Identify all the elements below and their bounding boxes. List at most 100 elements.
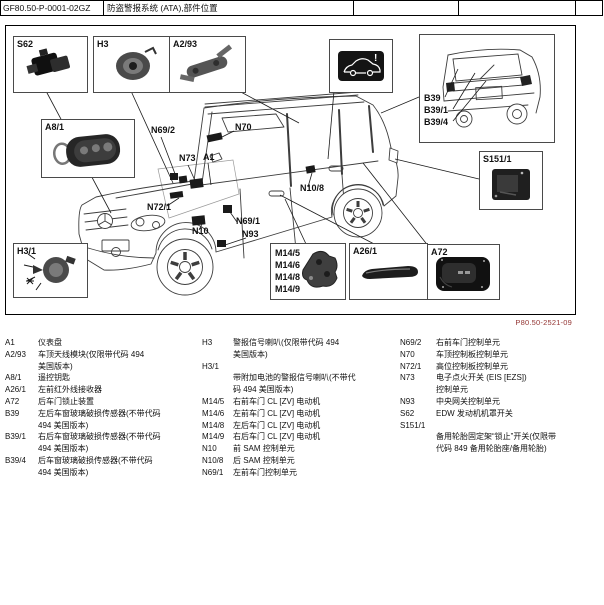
callout-box-a8-1: A8/1 [41, 119, 135, 178]
legend-line: 左前车门 CL [ZV] 电动机 [233, 408, 321, 418]
callout-box-a26-1: A26/1 [349, 243, 428, 300]
callout-code: A72 [431, 247, 448, 257]
legend-code: A8/1 [5, 373, 22, 383]
door-handle-icon [362, 266, 418, 279]
legend-code: H3 [202, 338, 213, 347]
legend-line: 美国版本) [233, 349, 268, 359]
car-label-n10: N10 [192, 226, 209, 236]
car-label-n93: N93 [242, 229, 259, 239]
alarm-warning-icon: ! [338, 51, 384, 81]
car-label-n72-1: N72/1 [147, 202, 172, 212]
legend-line: 后车门锁止装置 [38, 397, 94, 406]
car-label-n69-1: N69/1 [236, 216, 261, 226]
car-drawing [78, 91, 399, 271]
car-label-a1: A1 [203, 152, 215, 162]
callout-box-h3-1: H3/1 [13, 243, 88, 298]
legend-code: A26/1 [5, 385, 26, 395]
legend-code: H3/1 [202, 361, 219, 371]
legend-line: 码 494 美国版本) [233, 385, 294, 395]
callout-box-s151-1: S151/1 [479, 151, 543, 210]
legend-code: N10/8 [202, 456, 224, 465]
antenna-module-icon [179, 44, 233, 82]
legend-line: 后 SAM 控制单元 [233, 456, 295, 465]
hood-switch-icon [26, 48, 70, 76]
legend-code: N72/1 [400, 361, 422, 371]
legend-code: S151/1 [400, 420, 426, 430]
legend-line: 右后车门 CL [ZV] 电动机 [233, 432, 321, 442]
remote-key-icon [52, 134, 121, 167]
legend-code: N70 [400, 349, 415, 359]
legend-line: 右后车窗玻璃破损传感器(不带代码 [38, 432, 161, 442]
doc-title: 防盗警报系统 (ATA),部件位置 [107, 3, 218, 13]
callout-box-h3: H3 [93, 36, 173, 93]
legend-line: 右前车门控制单元 [436, 338, 500, 347]
legend-line: 控制单元 [436, 385, 468, 395]
rear-wheel [333, 188, 383, 238]
b39-label: B39 [424, 93, 441, 103]
tailgate-lock-icon [436, 257, 490, 291]
legend-line: 右前车门 CL [ZV] 电动机 [233, 397, 321, 406]
legend-code: A72 [5, 397, 20, 406]
legend-code: S62 [400, 408, 415, 418]
doc-code: GF80.50-P-0001-02GZ [3, 3, 91, 13]
rear-view-inset [442, 48, 541, 128]
legend-line: 左前红外线接收器 [38, 385, 102, 395]
legend-line: 仪表盘 [38, 338, 62, 347]
legend-line: EDW 发动机机罩开关 [436, 408, 513, 418]
legend-code: M14/6 [202, 408, 225, 418]
m14-8-label: M14/8 [275, 272, 301, 282]
alarm-horn-icon [116, 46, 157, 80]
callout-code: A2/93 [173, 39, 198, 49]
alarm-siren-icon [23, 253, 76, 291]
car-label-n70: N70 [235, 122, 252, 132]
legend-line: 电子点火开关 (EIS [EZS]) [436, 373, 527, 383]
legend-line: 左后车门 CL [ZV] 电动机 [233, 420, 321, 430]
legend-code: B39/1 [5, 432, 26, 442]
m14-label-stack: M14/5 M14/6 M14/8 M14/9 [275, 247, 300, 295]
car-label-n10-8: N10/8 [300, 183, 325, 193]
legend-line: 左前车门控制单元 [233, 467, 297, 477]
legend-line: 494 美国版本) [38, 444, 89, 454]
b39-4-label: B39/4 [424, 117, 449, 127]
legend-code: N73 [400, 373, 415, 383]
callout-code: S62 [17, 39, 34, 49]
callout-box-b39-rear-view: B39 B39/1 B39/4 [419, 34, 555, 143]
diagram-frame: S62 H3 A2/93 [5, 25, 576, 315]
callout-box-a2-93: A2/93 [169, 36, 246, 93]
legend-code: N69/2 [400, 338, 422, 347]
svg-text:!: ! [374, 53, 377, 64]
legend-line: 后车窗玻璃破损传感器(不带代码 [38, 456, 153, 465]
car-label-n69-2: N69/2 [151, 125, 176, 135]
legend-line: 494 美国版本) [38, 420, 89, 430]
b39-1-label: B39/1 [424, 105, 449, 115]
b39-label-stack: B39 B39/1 B39/4 [424, 92, 448, 128]
legend-code: M14/9 [202, 432, 225, 442]
callout-box-s62: S62 [13, 36, 88, 93]
legend-code: M14/8 [202, 420, 225, 430]
legend-code: N93 [400, 397, 415, 406]
callout-box-a72: A72 [427, 244, 500, 300]
legend-line: 高位控制板控制单元 [436, 361, 508, 371]
callout-code: H3 [97, 39, 109, 49]
m14-9-label: M14/9 [275, 284, 301, 294]
legend-line: 中央网关控制单元 [436, 397, 500, 406]
m14-5-label: M14/5 [275, 248, 301, 258]
car-label-n73: N73 [179, 153, 196, 163]
legend-code: N69/1 [202, 467, 224, 477]
legend-line: 494 美国版本) [38, 467, 89, 477]
legend-line: 前 SAM 控制单元 [233, 444, 295, 454]
callout-code: H3/1 [17, 246, 37, 256]
legend-line: 遥控钥匙 [38, 373, 70, 383]
front-wheel [156, 238, 214, 296]
callout-box-m14: M14/5 M14/6 M14/8 M14/9 [270, 243, 346, 300]
m14-6-label: M14/6 [275, 260, 301, 270]
legend-code: A2/93 [5, 349, 26, 359]
legend-line: 警报信号喇叭(仅限带代码 494 [233, 338, 340, 347]
legend-code: M14/5 [202, 397, 225, 406]
legend-code: B39/4 [5, 456, 26, 465]
door-lock-motor-icon [302, 250, 338, 288]
figure-number: P80.50-2521-09 [515, 318, 572, 327]
